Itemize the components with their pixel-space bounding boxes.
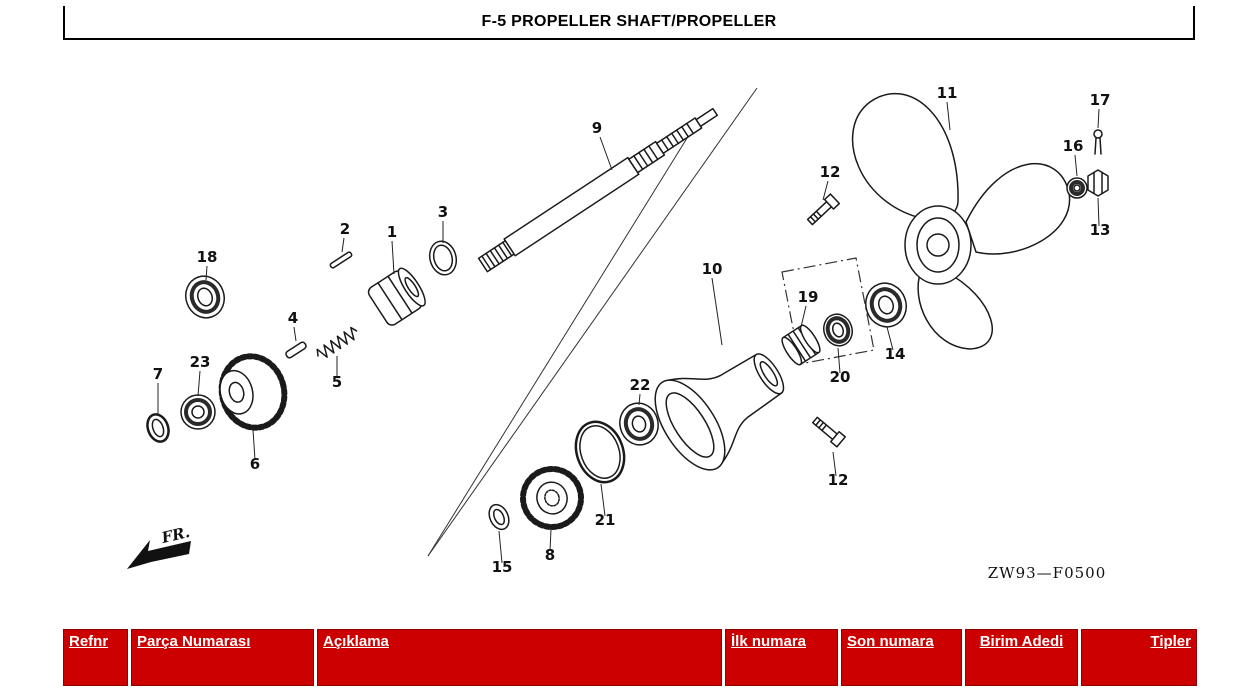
part-17-cotter-pin xyxy=(1093,129,1103,155)
part-leader-15 xyxy=(498,530,503,564)
column-header-part-number-link[interactable]: Parça Numarası xyxy=(137,633,251,650)
part-leader-13 xyxy=(1097,197,1100,227)
part-leader-19 xyxy=(800,305,807,328)
part-18-bearing xyxy=(185,275,225,319)
part-8-bevel-gear xyxy=(520,466,584,530)
part-label-21: 21 xyxy=(595,511,616,529)
column-header-unit-quantity-link[interactable]: Birim Adedi xyxy=(979,633,1064,650)
part-label-15: 15 xyxy=(492,558,513,576)
part-4-pin xyxy=(285,341,307,359)
part-label-19: 19 xyxy=(798,288,819,306)
part-10-shaft-holder xyxy=(654,353,785,471)
part-label-10: 10 xyxy=(702,260,723,278)
column-header-types-link[interactable]: Tipler xyxy=(1150,633,1191,650)
part-leader-17 xyxy=(1097,108,1100,129)
column-header-description: Açıklama xyxy=(317,629,722,686)
part-5-spring xyxy=(316,326,358,358)
part-3-circlip xyxy=(428,240,458,276)
column-header-first-number: İlk numara xyxy=(725,629,838,686)
column-header-last-number: Son numara xyxy=(841,629,962,686)
part-leader-6 xyxy=(252,429,256,461)
part-16-washer xyxy=(1066,177,1088,199)
part-label-1: 1 xyxy=(387,223,397,241)
part-label-8: 8 xyxy=(545,546,555,564)
part-23-bearing xyxy=(180,394,216,430)
column-header-description-link[interactable]: Açıklama xyxy=(323,633,389,650)
part-12-bolt-lower xyxy=(812,416,846,448)
part-label-7: 7 xyxy=(153,365,163,383)
part-leader-4 xyxy=(293,326,297,342)
part-leader-23 xyxy=(197,370,201,397)
column-header-unit-quantity: Birim Adedi xyxy=(965,629,1078,686)
page-title: F-5 PROPELLER SHAFT/PROPELLER xyxy=(481,13,777,30)
part-label-22: 22 xyxy=(630,376,651,394)
part-leader-18 xyxy=(205,265,208,281)
part-leader-10 xyxy=(711,277,723,346)
diagram-code: ZW93—F0500 xyxy=(988,564,1107,582)
part-label-12: 12 xyxy=(828,471,849,489)
part-label-11: 11 xyxy=(937,84,958,102)
part-13-castle-nut xyxy=(1087,169,1109,197)
part-1-clutch xyxy=(367,267,426,326)
part-leader-11 xyxy=(946,101,951,131)
part-leader-21 xyxy=(600,483,606,517)
part-6-gear xyxy=(218,353,288,431)
part-leader-2 xyxy=(341,237,345,253)
column-header-types: Tipler xyxy=(1081,629,1197,686)
part-14-bearing xyxy=(865,282,907,328)
part-label-14: 14 xyxy=(885,345,906,363)
part-label-4: 4 xyxy=(288,309,298,327)
column-header-first-number-link[interactable]: İlk numara xyxy=(731,633,807,650)
part-leader-14 xyxy=(886,326,894,351)
column-header-last-number-link[interactable]: Son numara xyxy=(847,633,934,650)
part-leader-9 xyxy=(599,136,613,171)
part-label-16: 16 xyxy=(1063,137,1084,155)
column-header-refnr: Refnr xyxy=(63,629,128,686)
part-label-2: 2 xyxy=(340,220,350,238)
part-leader-16 xyxy=(1074,154,1078,177)
part-label-6: 6 xyxy=(250,455,260,473)
part-label-18: 18 xyxy=(197,248,218,266)
part-label-5: 5 xyxy=(332,373,342,391)
part-label-23: 23 xyxy=(190,353,211,371)
part-leader-12 xyxy=(822,180,829,201)
fr-direction-arrow: FR. xyxy=(127,523,192,569)
part-label-9: 9 xyxy=(592,119,602,137)
part-label-3: 3 xyxy=(438,203,448,221)
part-15-washer xyxy=(488,503,510,531)
part-label-13: 13 xyxy=(1090,221,1111,239)
part-21-oring xyxy=(574,420,626,484)
part-label-20: 20 xyxy=(830,368,851,386)
part-2-pin xyxy=(329,251,353,269)
column-header-part-number: Parça Numarası xyxy=(131,629,314,686)
parts-table-header: Refnr Parça Numarası Açıklama İlk numara… xyxy=(63,629,1197,686)
part-22-bearing xyxy=(619,402,659,446)
part-leader-22 xyxy=(638,393,641,406)
part-label-12: 12 xyxy=(820,163,841,181)
part-leader-8 xyxy=(549,528,552,552)
part-20-seal xyxy=(823,313,853,347)
part-11-propeller xyxy=(851,92,1071,350)
part-leader-1 xyxy=(391,240,395,275)
part-12-bolt-upper xyxy=(806,193,841,226)
part-leader-20 xyxy=(837,347,841,374)
part-7-washer xyxy=(146,413,170,443)
page-header: F-5 PROPELLER SHAFT/PROPELLER xyxy=(63,6,1195,40)
part-9-propeller-shaft xyxy=(477,107,719,273)
part-label-17: 17 xyxy=(1090,91,1111,109)
column-header-refnr-link[interactable]: Refnr xyxy=(69,633,109,650)
part-leader-12 xyxy=(832,451,837,477)
